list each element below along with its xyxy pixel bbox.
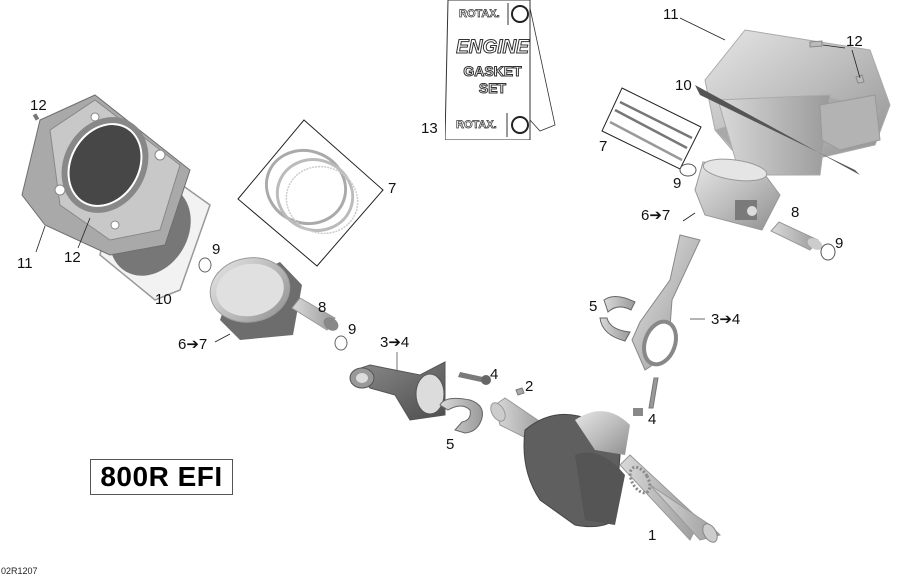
figure-id: 02R1207 bbox=[1, 566, 38, 576]
crankshaft[interactable] bbox=[488, 397, 721, 545]
model-label: 800R EFI bbox=[100, 461, 223, 492]
gasket-set-package-outline bbox=[445, 0, 531, 140]
callout-5-front[interactable]: 5 bbox=[446, 436, 455, 453]
cylinder-front[interactable] bbox=[21, 94, 211, 301]
piston-ring-set-rear[interactable] bbox=[601, 87, 702, 170]
piston-rear[interactable] bbox=[694, 156, 781, 231]
callout-9-front-1[interactable]: 9 bbox=[212, 241, 221, 258]
callout-4-rear[interactable]: 4 bbox=[648, 411, 657, 428]
connecting-rod-rear[interactable] bbox=[631, 234, 701, 371]
rotax-logo-top: ROTAX. bbox=[459, 8, 500, 21]
woodruff-key[interactable] bbox=[515, 387, 525, 396]
callout-9-rear-1[interactable]: 9 bbox=[673, 175, 682, 192]
callout-12-rear[interactable]: 12 bbox=[846, 33, 863, 50]
piston-ring-set-front[interactable] bbox=[237, 119, 384, 267]
gasket-set-line1: ENGINE bbox=[456, 37, 530, 59]
connecting-rod-front[interactable] bbox=[349, 361, 446, 421]
rotax-logo-bottom: ROTAX. bbox=[456, 119, 497, 132]
callout-12-front-2[interactable]: 12 bbox=[64, 249, 81, 266]
piston-pin-front[interactable] bbox=[291, 297, 341, 334]
callout-9-front-2[interactable]: 9 bbox=[348, 321, 357, 338]
callout-10-front[interactable]: 10 bbox=[155, 291, 172, 308]
conrod-bearing-front[interactable] bbox=[439, 397, 483, 434]
cylinder-base-gasket-rear[interactable] bbox=[695, 85, 860, 175]
callout-9-rear-2[interactable]: 9 bbox=[835, 235, 844, 252]
circlip-rear-1[interactable] bbox=[679, 163, 697, 177]
callout-3-rear[interactable]: 3➔4 bbox=[711, 311, 741, 328]
gasket-set-line3: SET bbox=[478, 80, 507, 97]
dowel-pin-front-1[interactable] bbox=[32, 113, 40, 121]
piston-front[interactable] bbox=[205, 252, 302, 340]
callout-3-front[interactable]: 3➔4 bbox=[380, 334, 410, 351]
callout-5-rear[interactable]: 5 bbox=[589, 298, 598, 315]
callout-1[interactable]: 1 bbox=[648, 527, 657, 544]
callout-12-front-1[interactable]: 12 bbox=[30, 97, 47, 114]
callout-8-rear[interactable]: 8 bbox=[791, 204, 800, 221]
callout-7-front[interactable]: 7 bbox=[388, 180, 397, 197]
callout-10-rear[interactable]: 10 bbox=[675, 77, 692, 94]
model-label-box: 800R EFI bbox=[90, 459, 233, 495]
engine-gasket-set[interactable]: ROTAX. ENGINE GASKET SET ROTAX. bbox=[445, 0, 540, 140]
callout-6-front[interactable]: 6➔7 bbox=[178, 336, 208, 353]
callout-8-front[interactable]: 8 bbox=[318, 299, 327, 316]
callout-4-front[interactable]: 4 bbox=[490, 366, 499, 383]
circlip-rear-2[interactable] bbox=[820, 243, 836, 261]
callout-13[interactable]: 13 bbox=[421, 120, 438, 137]
callout-11-rear[interactable]: 11 bbox=[663, 6, 679, 23]
circlip-front-1[interactable] bbox=[198, 257, 212, 273]
callout-6-rear[interactable]: 6➔7 bbox=[641, 207, 671, 224]
callout-11-front[interactable]: 11 bbox=[17, 255, 33, 272]
cylinder-rear[interactable] bbox=[704, 29, 891, 176]
callout-2[interactable]: 2 bbox=[525, 378, 534, 395]
callout-7-rear[interactable]: 7 bbox=[599, 138, 608, 155]
gasket-set-line2: GASKET bbox=[463, 63, 522, 80]
conrod-bearing-rear[interactable] bbox=[599, 296, 636, 342]
conrod-bolt-front[interactable] bbox=[458, 372, 491, 385]
dowel-pins-rear[interactable] bbox=[809, 40, 865, 84]
piston-pin-rear[interactable] bbox=[770, 221, 824, 252]
conrod-bolt-rear[interactable] bbox=[633, 377, 659, 416]
circlip-front-2[interactable] bbox=[334, 335, 348, 351]
